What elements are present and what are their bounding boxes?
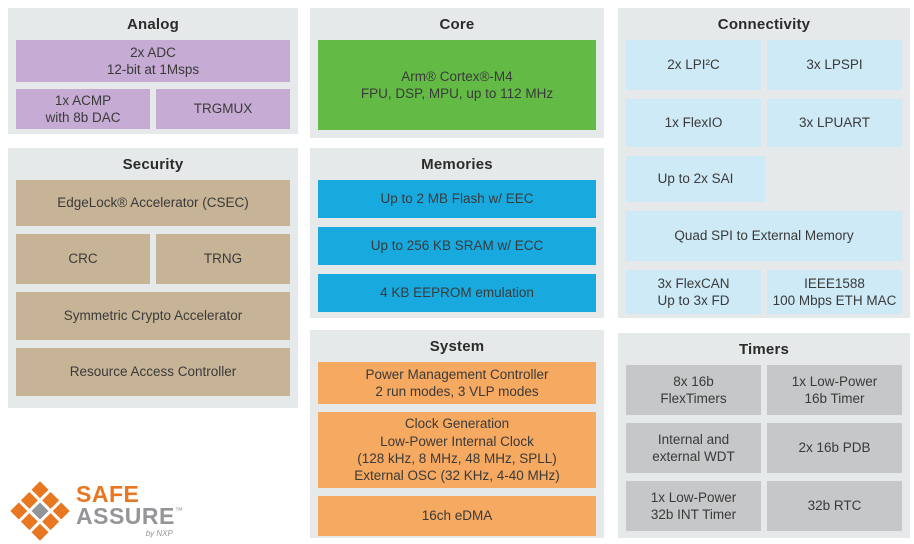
section-analog: Analog 2x ADC 12-bit at 1Msps 1x ACMP wi… — [8, 8, 298, 134]
block-watchdog: Internal and external WDT — [626, 423, 761, 473]
block-rtc: 32b RTC — [767, 481, 902, 531]
block-ethernet-mac: IEEE1588 100 Mbps ETH MAC — [767, 270, 902, 314]
connectivity-row-1: 2x LPI²C 3x LPSPI — [626, 40, 902, 90]
timers-row-3: 1x Low-Power 32b INT Timer 32b RTC — [626, 481, 902, 531]
section-system: System Power Management Controller 2 run… — [310, 330, 604, 538]
section-memories-title: Memories — [421, 156, 493, 173]
section-core: Core Arm® Cortex®-M4 FPU, DSP, MPU, up t… — [310, 8, 604, 138]
block-lpspi: 3x LPSPI — [767, 40, 902, 90]
section-connectivity-title: Connectivity — [717, 16, 811, 33]
connectivity-row-2: 1x FlexIO 3x LPUART — [626, 99, 902, 147]
block-lpuart: 3x LPUART — [767, 99, 902, 147]
section-analog-title: Analog — [126, 16, 180, 33]
block-flexcan: 3x FlexCAN Up to 3x FD — [626, 270, 761, 314]
block-low-power-16b-timer: 1x Low-Power 16b Timer — [767, 365, 902, 415]
block-quadspi: Quad SPI to External Memory — [626, 211, 902, 261]
block-lpi2c: 2x LPI²C — [626, 40, 761, 90]
section-core-body: Arm® Cortex®-M4 FPU, DSP, MPU, up to 112… — [318, 40, 596, 130]
safeassure-wordmark: SAFE ASSURE ™ by NXP — [76, 481, 183, 538]
block-flexio: 1x FlexIO — [626, 99, 761, 147]
block-crc: CRC — [16, 234, 150, 284]
block-pdb: 2x 16b PDB — [767, 423, 902, 473]
block-cortex-m4: Arm® Cortex®-M4 FPU, DSP, MPU, up to 112… — [318, 40, 596, 130]
logo-assure-line: ASSURE ™ — [76, 502, 183, 529]
block-clock-generation: Clock Generation Low-Power Internal Cloc… — [318, 412, 596, 488]
section-system-title: System — [429, 338, 485, 355]
block-low-power-int-timer: 1x Low-Power 32b INT Timer — [626, 481, 761, 531]
section-connectivity-body: 2x LPI²C 3x LPSPI 1x FlexIO 3x LPUART Up… — [626, 40, 902, 314]
block-flash: Up to 2 MB Flash w/ EEC — [318, 180, 596, 218]
block-sai: Up to 2x SAI — [626, 156, 765, 202]
safeassure-logo: SAFE ASSURE ™ by NXP — [10, 480, 183, 541]
block-eeprom: 4 KB EEPROM emulation — [318, 274, 596, 312]
section-timers-title: Timers — [738, 341, 790, 358]
block-sram: Up to 256 KB SRAM w/ ECC — [318, 227, 596, 265]
section-connectivity: Connectivity 2x LPI²C 3x LPSPI 1x FlexIO… — [618, 8, 910, 318]
timers-row-2: Internal and external WDT 2x 16b PDB — [626, 423, 902, 473]
block-trng: TRNG — [156, 234, 290, 284]
timers-row-1: 8x 16b FlexTimers 1x Low-Power 16b Timer — [626, 365, 902, 415]
section-core-title: Core — [439, 16, 475, 33]
logo-assure-text: ASSURE — [76, 502, 175, 529]
block-adc: 2x ADC 12-bit at 1Msps — [16, 40, 290, 82]
section-timers: Timers 8x 16b FlexTimers 1x Low-Power 16… — [618, 333, 910, 538]
safeassure-diamond-icon — [10, 480, 70, 541]
section-memories: Memories Up to 2 MB Flash w/ EEC Up to 2… — [310, 148, 604, 318]
section-system-body: Power Management Controller 2 run modes,… — [318, 362, 596, 536]
block-acmp: 1x ACMP with 8b DAC — [16, 89, 150, 129]
diamond-grid-icon — [10, 480, 70, 541]
diamond-square — [52, 502, 70, 520]
logo-trademark-symbol: ™ — [174, 505, 183, 515]
section-security: Security EdgeLock® Accelerator (CSEC) CR… — [8, 148, 298, 408]
connectivity-row-3-spacer — [771, 156, 902, 202]
block-trgmux: TRGMUX — [156, 89, 290, 129]
section-security-title: Security — [122, 156, 184, 173]
section-analog-body: 2x ADC 12-bit at 1Msps 1x ACMP with 8b D… — [16, 40, 290, 129]
section-timers-body: 8x 16b FlexTimers 1x Low-Power 16b Timer… — [626, 365, 902, 531]
block-edgelock: EdgeLock® Accelerator (CSEC) — [16, 180, 290, 226]
connectivity-row-5: 3x FlexCAN Up to 3x FD IEEE1588 100 Mbps… — [626, 270, 902, 314]
connectivity-row-3: Up to 2x SAI — [626, 156, 902, 202]
section-memories-body: Up to 2 MB Flash w/ EEC Up to 256 KB SRA… — [318, 180, 596, 312]
block-symmetric-crypto: Symmetric Crypto Accelerator — [16, 292, 290, 340]
analog-row: 1x ACMP with 8b DAC TRGMUX — [16, 89, 290, 129]
block-edma: 16ch eDMA — [318, 496, 596, 536]
security-row: CRC TRNG — [16, 234, 290, 284]
block-resource-access: Resource Access Controller — [16, 348, 290, 396]
block-flextimers: 8x 16b FlexTimers — [626, 365, 761, 415]
logo-byline: by NXP — [145, 528, 173, 538]
block-pmc: Power Management Controller 2 run modes,… — [318, 362, 596, 404]
section-security-body: EdgeLock® Accelerator (CSEC) CRC TRNG Sy… — [16, 180, 290, 400]
logo-safe-text: SAFE — [76, 481, 140, 507]
